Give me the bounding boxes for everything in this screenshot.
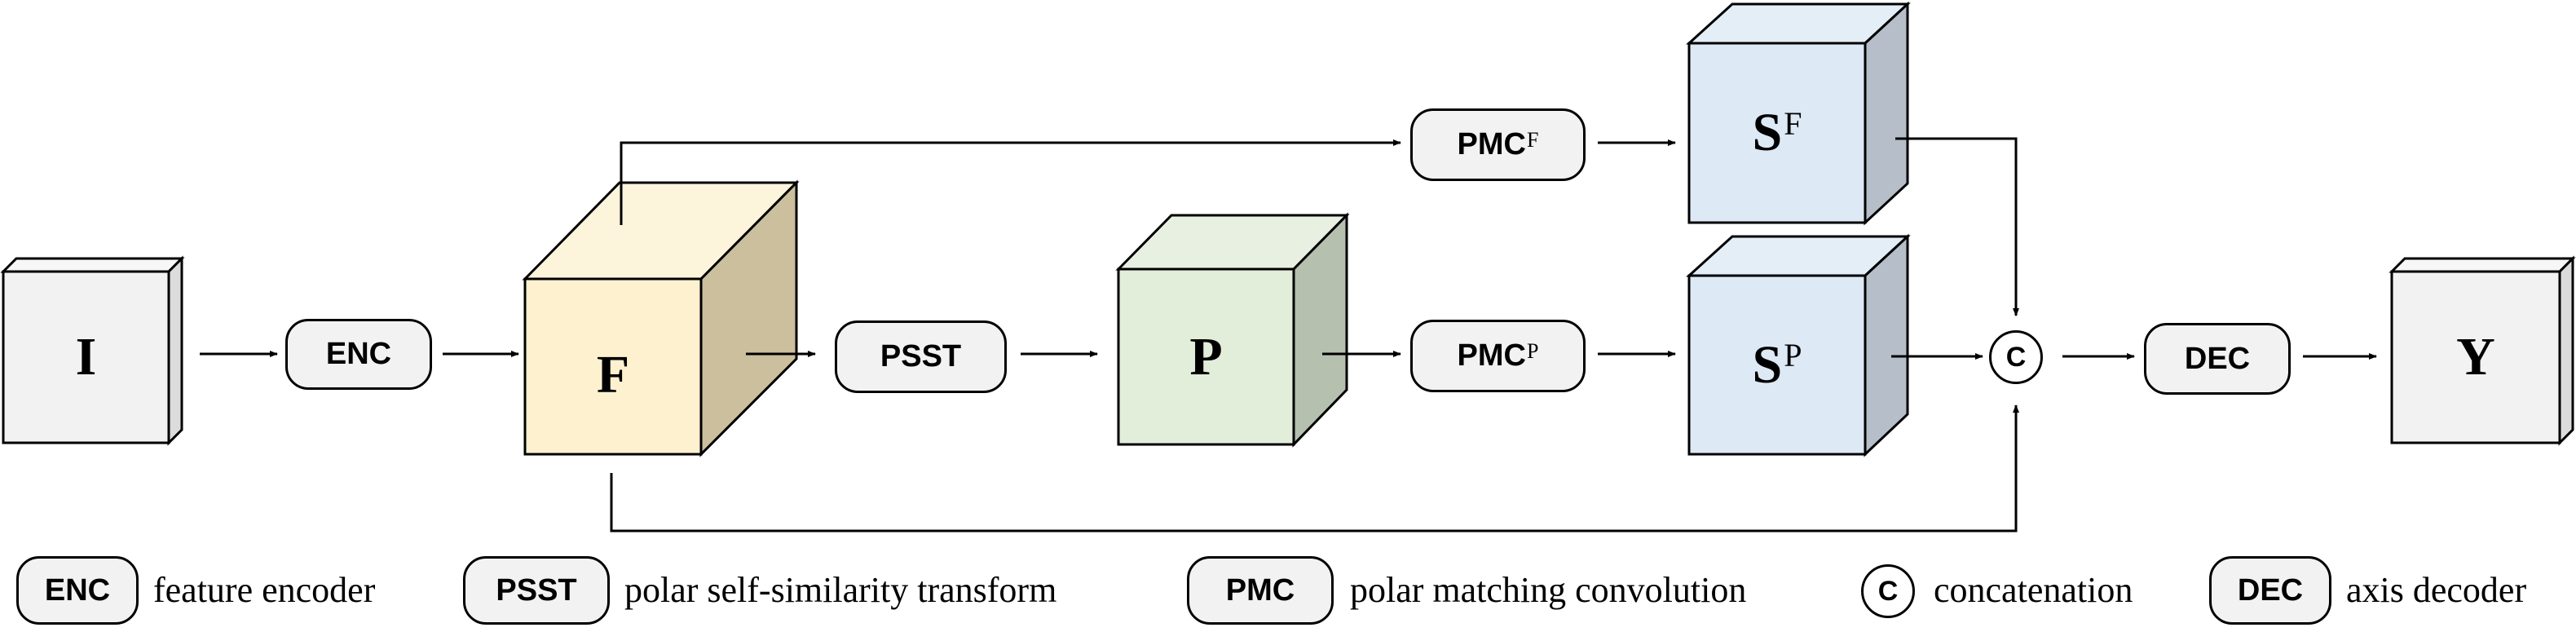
input-cube bbox=[0, 255, 185, 446]
output-cube-front bbox=[2390, 270, 2561, 444]
features-label: F bbox=[596, 345, 630, 404]
legend-psst-key: PSST bbox=[463, 556, 610, 625]
sim-p-cube-side bbox=[1864, 233, 1909, 457]
input-cube-front bbox=[2, 270, 170, 444]
input-label: I bbox=[75, 327, 97, 387]
polar-cube bbox=[1115, 212, 1350, 448]
legend-pmc-key: PMC bbox=[1187, 556, 1334, 625]
legend-concat-key: C bbox=[1861, 564, 1915, 618]
legend-enc-key: ENC bbox=[16, 556, 139, 625]
arrow-f-to-pmcf bbox=[620, 139, 1401, 225]
legend-concat-text: concatenation bbox=[1934, 570, 2133, 610]
feature-cube bbox=[522, 179, 800, 457]
polar-label: P bbox=[1189, 326, 1223, 387]
legend-psst-text: polar self-similarity transform bbox=[624, 570, 1057, 610]
output-label: Y bbox=[2456, 327, 2495, 387]
sim-p-cube-front bbox=[1687, 274, 1867, 456]
legend-dec-text: axis decoder bbox=[2346, 570, 2527, 610]
legend-pmc-text: polar matching convolution bbox=[1350, 570, 1747, 610]
sim-f-cube-side bbox=[1864, 1, 1909, 226]
output-cube-side bbox=[2558, 255, 2574, 446]
polar-cube-front bbox=[1117, 267, 1295, 446]
legend-dec-key: DEC bbox=[2209, 556, 2331, 625]
concat-node: C bbox=[1989, 330, 2043, 384]
input-cube-top bbox=[0, 257, 185, 273]
sim-p-cube bbox=[1686, 233, 1911, 457]
sim-f-cube-front bbox=[1687, 42, 1867, 224]
output-cube bbox=[2389, 255, 2576, 446]
legend-enc-text: feature encoder bbox=[153, 570, 376, 610]
enc-block: ENC bbox=[285, 319, 432, 390]
psst-block: PSST bbox=[835, 320, 1007, 393]
arrow-sf-to-concat bbox=[1895, 137, 2019, 316]
input-cube-side bbox=[167, 255, 183, 446]
output-cube-top bbox=[2389, 257, 2576, 273]
dec-block: DEC bbox=[2144, 323, 2291, 395]
arrow-f-skip-to-concat bbox=[610, 404, 2019, 533]
feature-cube-front bbox=[523, 277, 703, 456]
sim-f-cube bbox=[1686, 1, 1911, 226]
